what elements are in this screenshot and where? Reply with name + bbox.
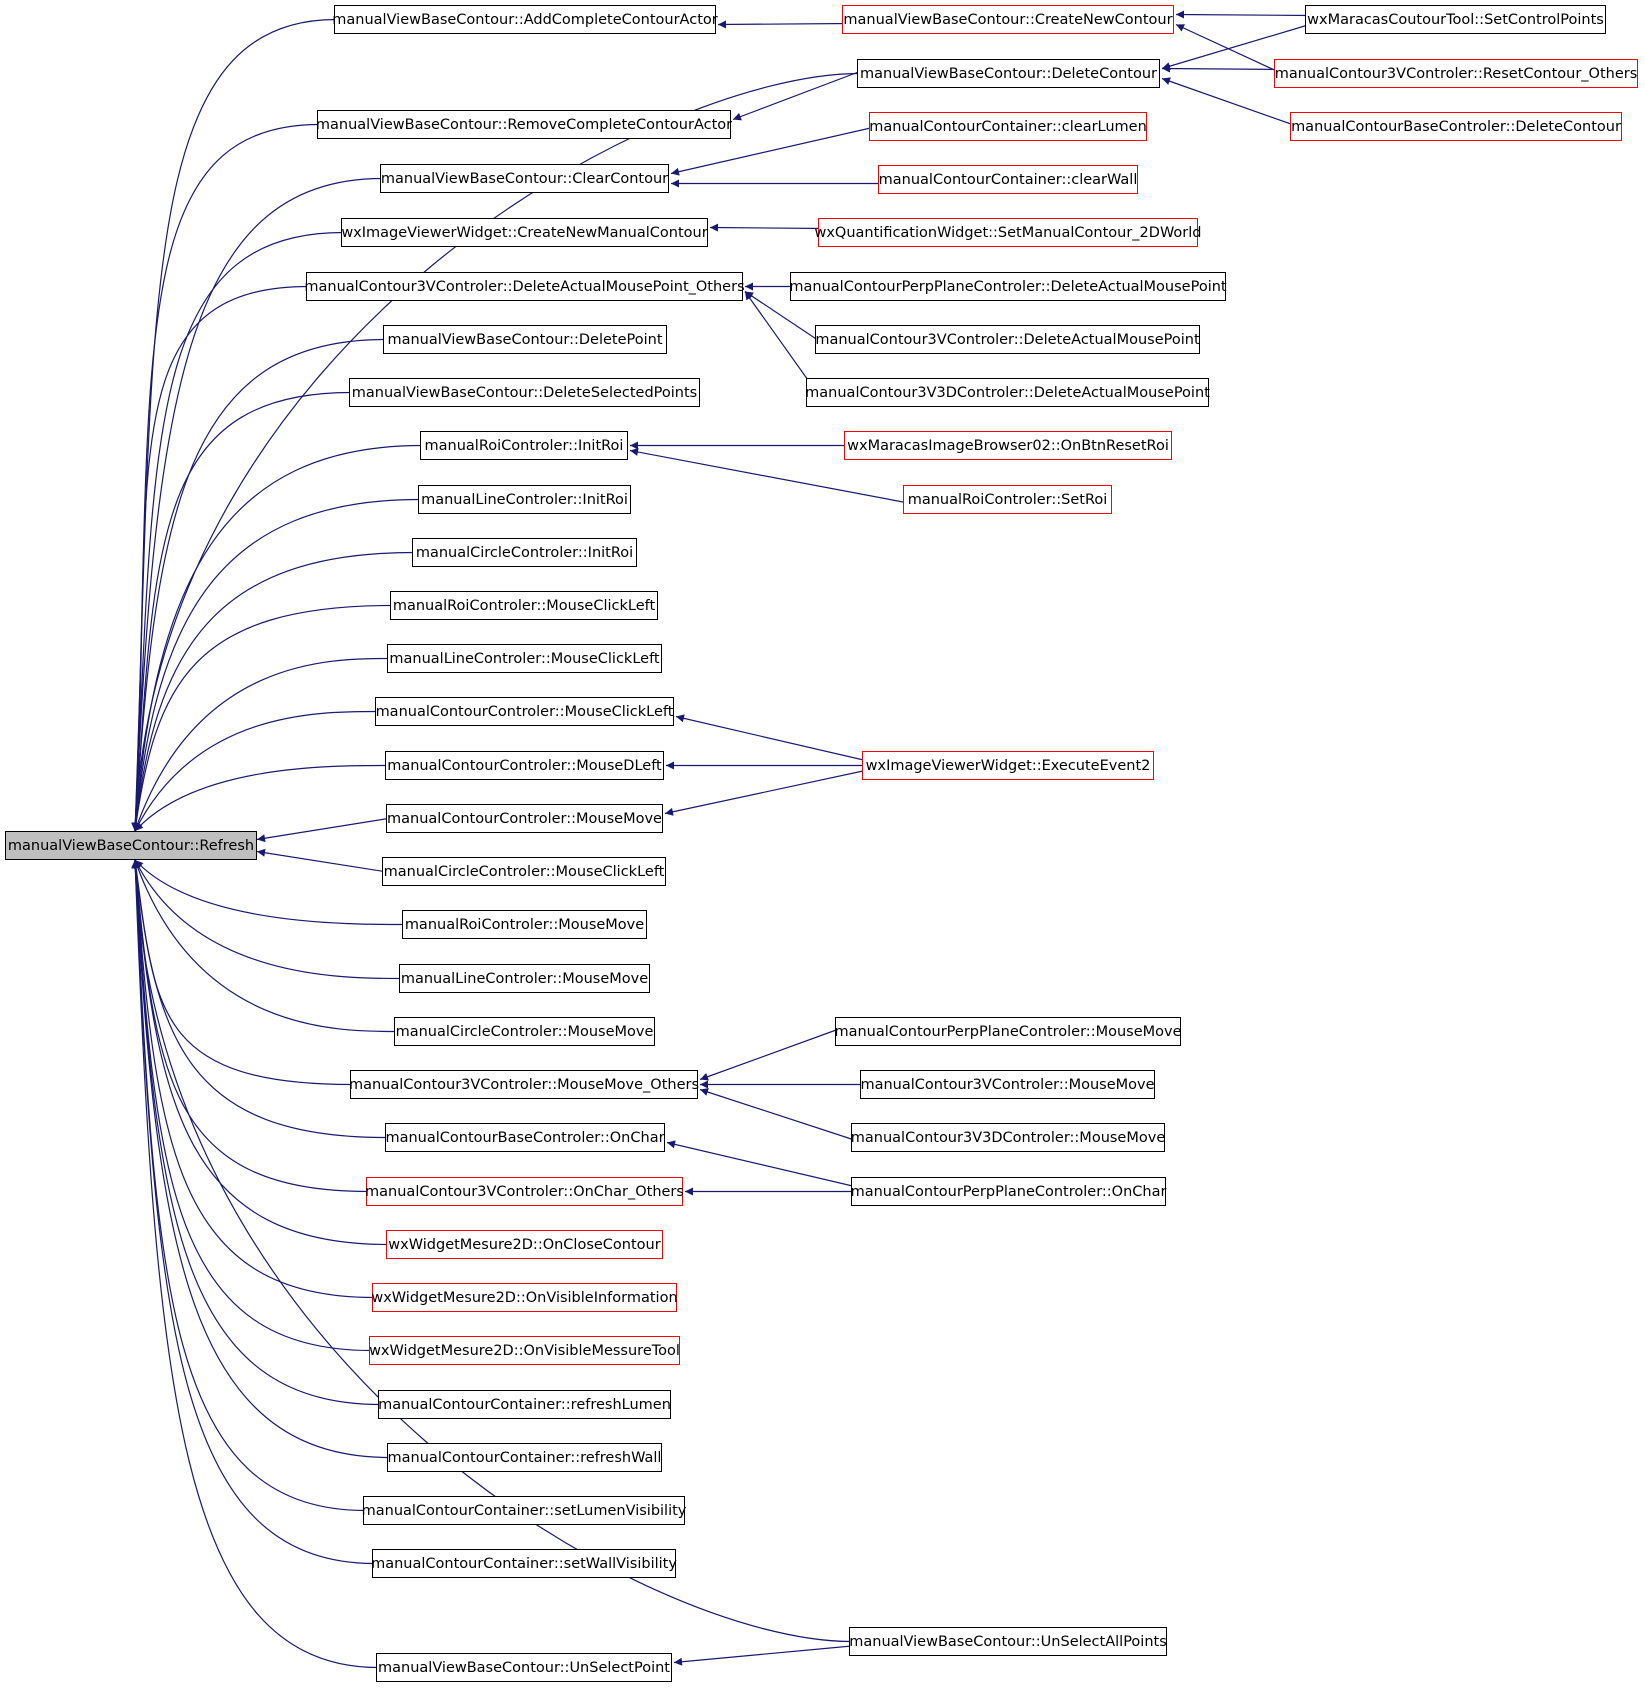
- edge-r3-to-m2: [1161, 77, 1299, 128]
- edge-c25-to-root: [131, 859, 372, 1352]
- node-m5[interactable]: wxQuantificationWidget::SetManualContour…: [814, 218, 1202, 247]
- node-c29[interactable]: manualContourContainer::setWallVisibilit…: [371, 1549, 677, 1578]
- edge-r1-to-m2: [1161, 22, 1314, 71]
- node-c21[interactable]: manualContourBaseControler::OnChar: [385, 1123, 665, 1152]
- node-c11[interactable]: manualRoiControler::MouseClickLeft: [390, 591, 658, 620]
- node-c19[interactable]: manualCircleControler::MouseMove: [394, 1017, 655, 1046]
- node-r3[interactable]: manualContourBaseControler::DeleteContou…: [1290, 112, 1622, 141]
- edge-c14-to-root: [134, 764, 388, 832]
- edge-c15-to-root: [256, 817, 389, 843]
- edge-m8-to-c5: [744, 291, 815, 389]
- edge-c13-to-root: [134, 710, 378, 832]
- edge-c30-to-root: [131, 859, 379, 1669]
- edge-m11-to-c15: [664, 768, 871, 816]
- edge-m12-to-c20: [699, 1026, 844, 1081]
- node-m14[interactable]: manualContour3V3DControler::MouseMove: [851, 1123, 1165, 1152]
- node-r1[interactable]: wxMaracasCoutourTool::SetControlPoints: [1305, 5, 1606, 34]
- node-c28[interactable]: manualContourContainer::setLumenVisibili…: [362, 1496, 686, 1525]
- edge-m3-to-c3: [670, 125, 878, 176]
- node-c30[interactable]: manualViewBaseContour::UnSelectPoint: [376, 1653, 672, 1682]
- node-m16[interactable]: manualViewBaseContour::UnSelectAllPoints: [849, 1627, 1167, 1656]
- edge-c16-to-root: [256, 848, 385, 873]
- node-c16[interactable]: manualCircleControler::MouseClickLeft: [382, 857, 666, 886]
- edge-c29-to-root: [131, 859, 375, 1565]
- edge-r2-to-m2: [1161, 64, 1283, 73]
- node-m6[interactable]: manualContourPerpPlaneControler::DeleteA…: [789, 272, 1227, 301]
- node-m15[interactable]: manualContourPerpPlaneControler::OnChar: [851, 1177, 1166, 1206]
- edge-r1-to-m1: [1175, 10, 1314, 19]
- node-c20[interactable]: manualContour3VControler::MouseMove_Othe…: [349, 1070, 699, 1099]
- node-c4[interactable]: wxImageViewerWidget::CreateNewManualCont…: [341, 218, 708, 247]
- edge-c12-to-root: [133, 657, 390, 832]
- node-c26[interactable]: manualContourContainer::refreshLumen: [378, 1390, 671, 1419]
- node-m3[interactable]: manualContourContainer::clearLumen: [869, 112, 1147, 141]
- node-c18[interactable]: manualLineControler::MouseMove: [399, 964, 650, 993]
- edge-c11-to-root: [132, 604, 393, 832]
- node-c10[interactable]: manualCircleControler::InitRoi: [412, 538, 637, 567]
- node-c3[interactable]: manualViewBaseContour::ClearContour: [380, 164, 669, 193]
- node-c8[interactable]: manualRoiControler::InitRoi: [420, 431, 628, 460]
- node-c13[interactable]: manualContourControler::MouseClickLeft: [375, 697, 674, 726]
- edge-c17-to-root: [134, 859, 405, 926]
- edge-m1-to-c1: [717, 20, 851, 29]
- node-m2[interactable]: manualViewBaseContour::DeleteContour: [857, 59, 1160, 88]
- node-c2[interactable]: manualViewBaseContour::RemoveCompleteCon…: [316, 110, 732, 139]
- node-c12[interactable]: manualLineControler::MouseClickLeft: [387, 644, 662, 673]
- node-m4[interactable]: manualContourContainer::clearWall: [878, 165, 1138, 194]
- edge-m16-to-c30: [673, 1644, 858, 1666]
- edge-c18-to-root: [134, 859, 402, 980]
- edge-c7-to-root: [131, 391, 352, 832]
- node-c9[interactable]: manualLineControler::InitRoi: [418, 485, 631, 514]
- node-m9[interactable]: wxMaracasImageBrowser02::OnBtnResetRoi: [844, 431, 1172, 460]
- edge-c10-to-root: [131, 551, 415, 832]
- node-c5[interactable]: manualContour3VControler::DeleteActualMo…: [304, 272, 745, 301]
- edge-m2-to-c2: [732, 68, 866, 121]
- node-c25[interactable]: wxWidgetMesure2D::OnVisibleMessureTool: [369, 1336, 680, 1365]
- edge-c21-to-root: [131, 859, 388, 1139]
- node-m7[interactable]: manualContour3VControler::DeleteActualMo…: [815, 325, 1200, 354]
- edge-c24-to-root: [131, 859, 375, 1299]
- edge-c26-to-root: [131, 859, 381, 1406]
- edge-c20-to-root: [132, 859, 353, 1086]
- edge-m16-to-root: [131, 859, 852, 1643]
- edge-m10-to-c8: [629, 448, 912, 505]
- node-m13[interactable]: manualContour3VControler::MouseMove: [860, 1070, 1155, 1099]
- node-c23[interactable]: wxWidgetMesure2D::OnCloseContour: [386, 1230, 663, 1259]
- node-c15[interactable]: manualContourControler::MouseMove: [386, 804, 663, 833]
- edge-m5-to-c4: [709, 223, 827, 232]
- node-c27[interactable]: manualContourContainer::refreshWall: [387, 1443, 662, 1472]
- edge-m7-to-c5: [744, 291, 824, 344]
- node-r2[interactable]: manualContour3VControler::ResetContour_O…: [1274, 59, 1638, 88]
- node-c24[interactable]: wxWidgetMesure2D::OnVisibleInformation: [371, 1283, 678, 1312]
- node-c14[interactable]: manualContourControler::MouseDLeft: [385, 751, 664, 780]
- edge-c9-to-root: [131, 498, 421, 832]
- edge-c5-to-root: [131, 285, 309, 832]
- node-m11[interactable]: wxImageViewerWidget::ExecuteEvent2: [862, 751, 1154, 780]
- edge-c27-to-root: [131, 859, 390, 1459]
- edge-c4-to-root: [131, 231, 344, 832]
- edge-c3-to-root: [131, 177, 383, 832]
- node-m8[interactable]: manualContour3V3DControler::DeleteActual…: [805, 378, 1210, 407]
- edge-m15-to-c21: [666, 1140, 860, 1189]
- node-root[interactable]: manualViewBaseContour::Refresh: [5, 831, 257, 860]
- edge-c19-to-root: [133, 859, 397, 1033]
- node-m1[interactable]: manualViewBaseContour::CreateNewContour: [842, 5, 1174, 34]
- edge-c8-to-root: [131, 444, 423, 832]
- edge-m11-to-c13: [675, 714, 871, 763]
- node-m10[interactable]: manualRoiControler::SetRoi: [903, 485, 1112, 514]
- node-c17[interactable]: manualRoiControler::MouseMove: [402, 910, 647, 939]
- edge-m14-to-c20: [699, 1088, 860, 1143]
- node-c1[interactable]: manualViewBaseContour::AddCompleteContou…: [332, 5, 718, 34]
- node-m12[interactable]: manualContourPerpPlaneControler::MouseMo…: [834, 1017, 1182, 1046]
- node-c7[interactable]: manualViewBaseContour::DeleteSelectedPoi…: [349, 378, 700, 407]
- edge-c6-to-root: [131, 338, 386, 832]
- edge-m2-to-root: [131, 72, 860, 832]
- node-c6[interactable]: manualViewBaseContour::DeletePoint: [383, 325, 667, 354]
- node-c22[interactable]: manualContour3VControler::OnChar_Others: [365, 1177, 684, 1206]
